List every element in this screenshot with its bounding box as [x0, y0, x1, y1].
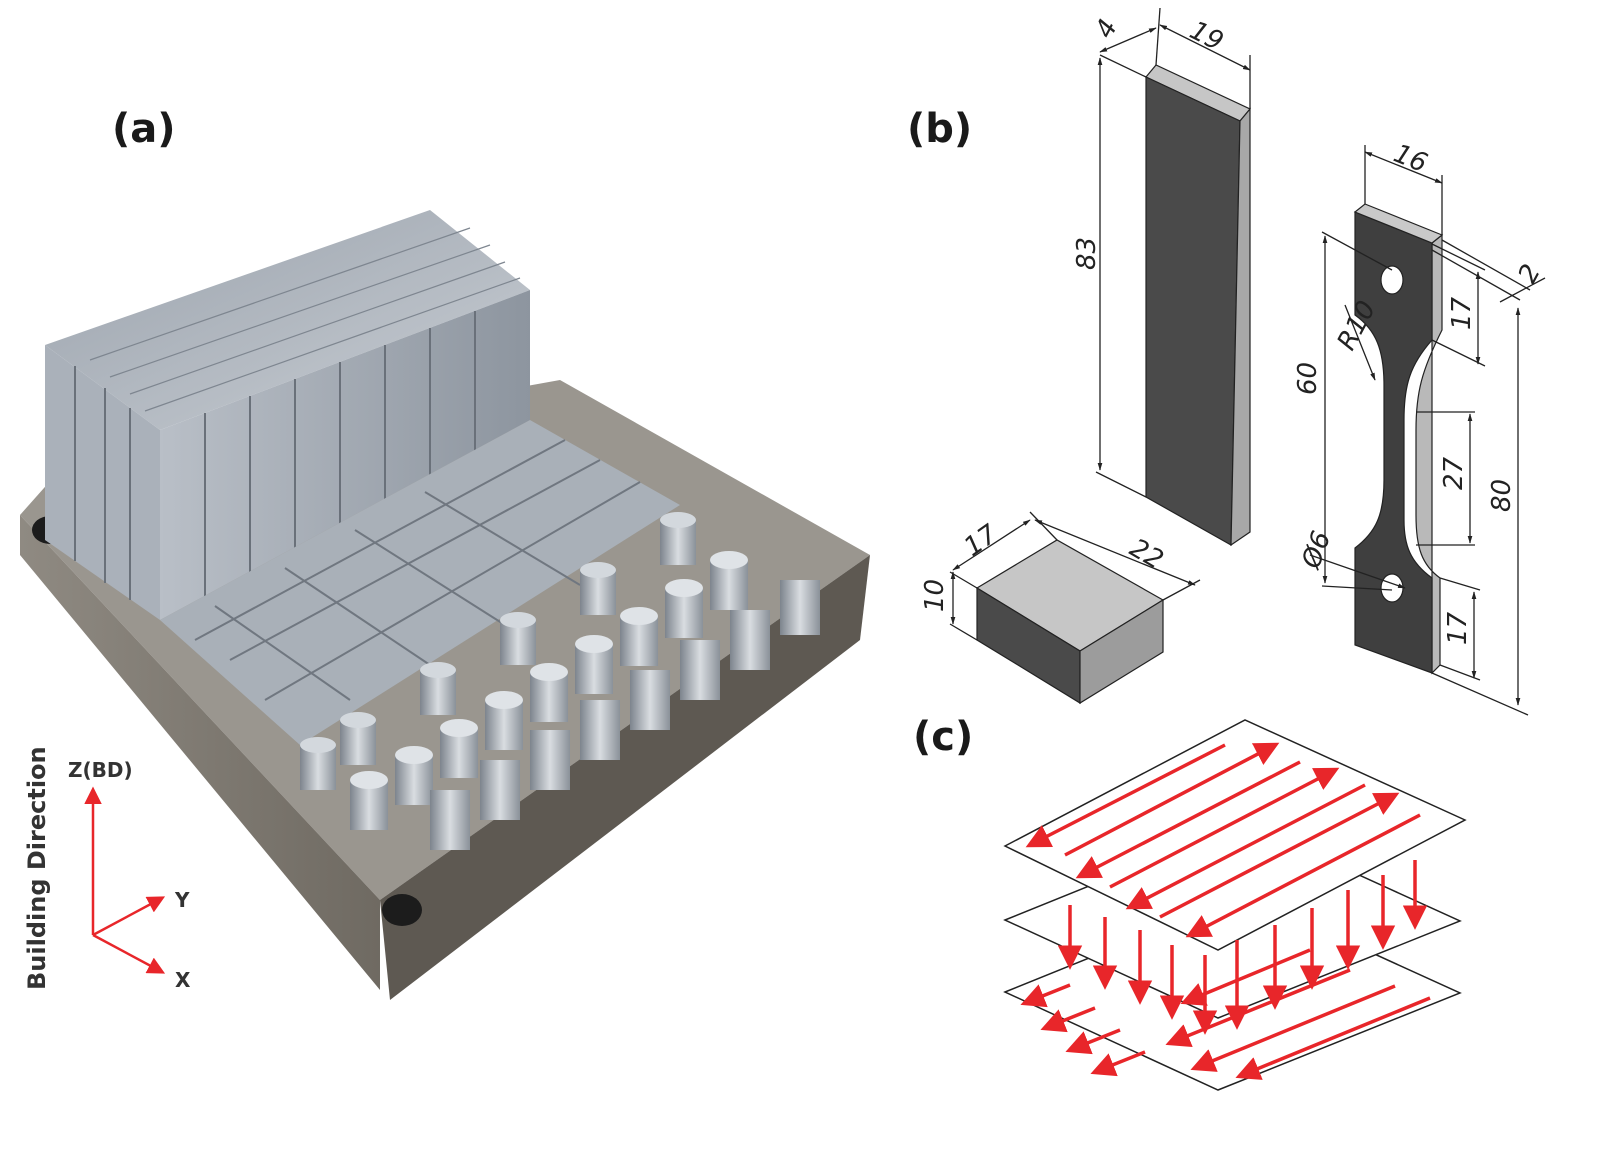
dim-tensile-gauge-length: 27 — [1439, 456, 1469, 490]
y-axis-arrow — [92, 896, 166, 937]
scan-vectors-middle — [1057, 860, 1428, 1035]
dim-bar-length: 83 — [1072, 237, 1102, 270]
bolt-hole-front — [382, 894, 422, 926]
tensile-hole-bottom — [1380, 573, 1404, 603]
cylinder-specimens — [300, 512, 820, 850]
cube-grid — [160, 420, 680, 745]
y-axis-label: Y — [174, 888, 190, 912]
tall-bars-top — [45, 210, 530, 430]
tensile-hole-top — [1380, 265, 1404, 295]
tall-bar-top-stripes — [89, 227, 521, 412]
tall-bar-separators — [74, 311, 476, 600]
dim-tensile-hole-diameter: Ø6 — [1296, 527, 1337, 573]
dim-bar-width: 19 — [1185, 16, 1228, 58]
block-specimen-side — [1079, 598, 1164, 705]
scan-layer-top — [1003, 719, 1467, 951]
building-direction-label: Building Direction — [23, 746, 51, 990]
coordinate-axes: Z(BD) Y X Building Direction — [23, 746, 191, 992]
dim-tensile-hole-spacing: 60 — [1293, 362, 1323, 395]
tall-bars-front — [45, 345, 160, 620]
x-axis-label: X — [175, 968, 191, 992]
panel-label-c: (c) — [913, 714, 973, 760]
dim-bar-thickness: 4 — [1090, 15, 1124, 44]
scan-vectors-top — [1025, 742, 1421, 938]
cube-grid-lines — [194, 439, 641, 701]
tensile-specimen-dimensions: 16 2 60 R10 17 27 17 80 Ø6 — [1293, 139, 1547, 716]
dim-block-width: 17 — [959, 519, 1004, 563]
panel-label-b: (b) — [907, 106, 972, 152]
bar-specimen-front — [1145, 76, 1241, 547]
dim-tensile-thickness: 2 — [1513, 260, 1547, 289]
tensile-specimen-side — [1415, 233, 1443, 675]
bar-specimen-side — [1230, 107, 1251, 547]
dim-tensile-grip-length-bottom: 17 — [1443, 611, 1473, 645]
dim-tensile-grip-length-top: 17 — [1447, 296, 1477, 330]
bar-specimen — [1145, 64, 1251, 547]
panel-label-a: (a) — [112, 106, 176, 152]
scan-strategy-diagram — [1003, 719, 1467, 1091]
build-plate-left-side — [20, 515, 380, 990]
dim-tensile-total-length: 80 — [1487, 479, 1517, 512]
dim-tensile-grip-width: 16 — [1389, 139, 1431, 179]
z-axis-label: Z(BD) — [68, 758, 133, 782]
dim-block-length: 22 — [1125, 533, 1169, 576]
dim-block-height: 10 — [920, 579, 950, 612]
x-axis-arrow — [92, 933, 166, 974]
tall-bars-side — [160, 290, 530, 620]
build-plate-photo — [20, 210, 870, 1000]
tensile-specimen — [1353, 203, 1444, 675]
